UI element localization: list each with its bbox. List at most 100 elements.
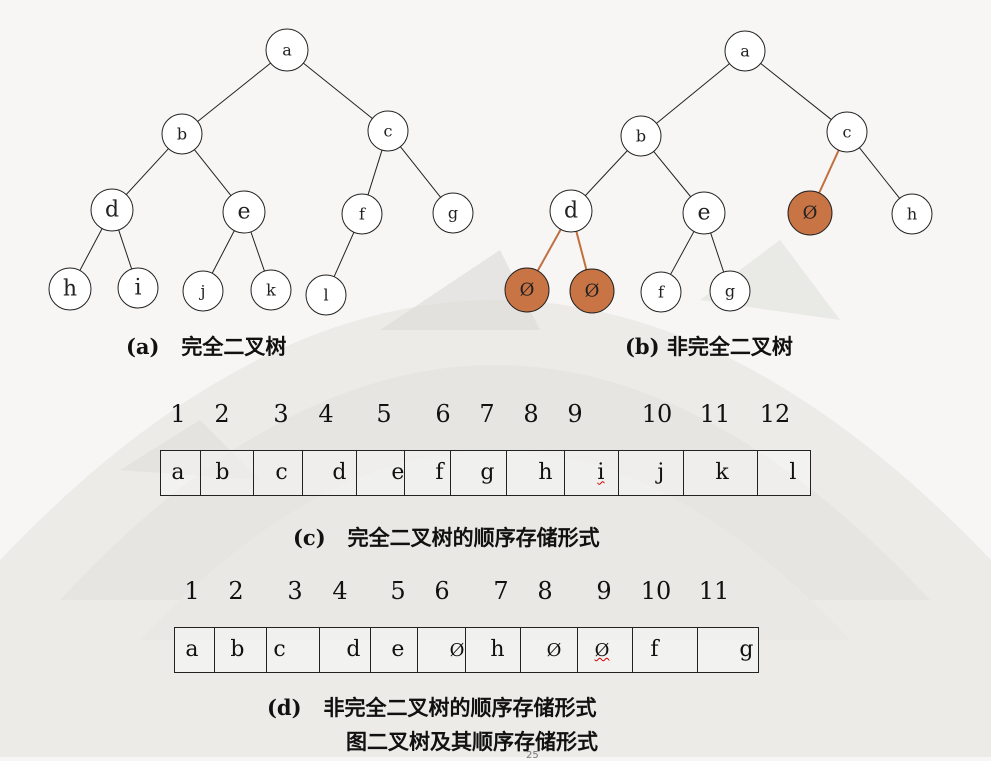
- array-c-cell-value: e: [391, 460, 405, 486]
- array-c-index: 10: [641, 400, 673, 428]
- array-d-index: 3: [287, 577, 303, 605]
- array-d-index: 4: [332, 577, 348, 605]
- array-d-index: 2: [228, 577, 244, 605]
- tree-a-node-label: a: [282, 41, 292, 60]
- array-d-cell: b: [214, 627, 267, 673]
- tree-a-node: c: [367, 110, 409, 152]
- tree-a-edge: [250, 231, 265, 272]
- array-d-index: 11: [698, 577, 730, 605]
- tree-a-node: b: [161, 113, 203, 155]
- tree-a-node: a: [265, 28, 309, 72]
- tree-b-edge: [656, 63, 730, 124]
- tree-b-edge: [818, 149, 840, 194]
- tree-b-node-label: a: [740, 42, 750, 61]
- array-d-cell: a: [174, 627, 215, 673]
- array-c-cell-value: a: [171, 460, 185, 486]
- array-c-cell: k: [683, 450, 758, 496]
- tree-b-node-label: e: [697, 201, 710, 226]
- tree-a-node: k: [250, 269, 292, 311]
- array-d-cell-value: g: [739, 637, 754, 663]
- tree-a-edge: [125, 148, 169, 195]
- array-c-cell: a: [160, 450, 201, 496]
- tree-a-node: d: [90, 188, 134, 232]
- array-c-index: 9: [567, 400, 583, 428]
- tree-b-edge: [584, 150, 628, 196]
- tree-b-node: Ø: [787, 190, 833, 236]
- tree-b-node: a: [724, 30, 766, 72]
- tree-a-node: l: [305, 274, 347, 316]
- array-d-cell-value: Ø: [594, 639, 610, 661]
- array-d-cell: g: [697, 627, 759, 673]
- array-c-index: 12: [759, 400, 791, 428]
- tree-a-node: i: [117, 267, 159, 309]
- array-c-cell: e: [356, 450, 405, 496]
- array-d-cell-value: c: [273, 637, 286, 663]
- tree-a-edge: [303, 62, 373, 119]
- array-d-cell: f: [632, 627, 698, 673]
- tree-b-edge: [536, 228, 562, 272]
- array-c-cell-value: d: [332, 460, 347, 486]
- tree-b-node-label: d: [564, 199, 578, 224]
- array-c-cell: g: [450, 450, 507, 496]
- tree-a-node-label: e: [237, 200, 250, 225]
- array-d-index: 1: [184, 577, 200, 605]
- tree-a-node-label: b: [177, 125, 187, 144]
- tree-b-node: Ø: [504, 267, 550, 313]
- array-d-cell: c: [266, 627, 320, 673]
- tree-a-node: f: [341, 193, 383, 235]
- tree-b-node: h: [891, 193, 933, 235]
- tree-b-node-label: Ø: [520, 280, 535, 301]
- tree-b-node-label: Ø: [585, 281, 600, 302]
- array-c-cell-value: k: [715, 460, 729, 486]
- array-d-index: 9: [596, 577, 612, 605]
- array-c-cell-value: g: [480, 460, 495, 486]
- tree-a-node: g: [432, 192, 474, 234]
- array-c-cell: c: [253, 450, 303, 496]
- caption-complete-tree: (a) 完全二叉树: [126, 334, 287, 359]
- array-c-index: 4: [318, 400, 334, 428]
- array-c-cell: j: [618, 450, 684, 496]
- tree-a-edge: [197, 62, 271, 122]
- array-d-cell: Ø: [577, 627, 633, 673]
- array-d-index: 10: [640, 577, 672, 605]
- tree-b-edge: [653, 151, 692, 198]
- tree-a-node: e: [222, 190, 266, 234]
- array-c-cell-value: h: [538, 460, 553, 486]
- tree-a-edge: [367, 149, 383, 196]
- tree-a-node-label: k: [266, 281, 276, 300]
- tree-a-node-label: l: [323, 286, 328, 305]
- tree-b-node-label: h: [907, 205, 917, 224]
- array-c-cell: d: [302, 450, 357, 496]
- array-c-index: 2: [214, 400, 230, 428]
- array-d-cell-value: Ø: [546, 639, 562, 661]
- tree-a-node-label: h: [63, 277, 77, 302]
- tree-a-node-label: g: [448, 204, 458, 223]
- array-d-index: 6: [434, 577, 450, 605]
- array-d-cell: d: [319, 627, 371, 673]
- array-d-cell: Ø: [417, 627, 466, 673]
- tree-a-node-label: i: [134, 276, 141, 301]
- tree-b-edge: [575, 231, 588, 270]
- array-c-cell: b: [200, 450, 254, 496]
- tree-a-edge: [79, 228, 103, 271]
- figure-title: 图二叉树及其顺序存储形式: [346, 729, 598, 754]
- tree-a-edge: [333, 232, 355, 277]
- tree-b-edge: [670, 231, 695, 275]
- page-number: 25: [526, 750, 539, 761]
- array-c-cell-value: l: [789, 460, 797, 486]
- array-c-cell: f: [404, 450, 451, 496]
- caption-array-incomplete: (d) 非完全二叉树的顺序存储形式: [267, 695, 597, 720]
- array-d-cell-value: f: [650, 637, 659, 663]
- array-c-index: 11: [699, 400, 731, 428]
- tree-a-edge: [211, 230, 235, 274]
- array-c-index: 6: [435, 400, 451, 428]
- tree-b-node-label: b: [636, 127, 646, 146]
- array-d-cell: e: [370, 627, 418, 673]
- array-c-cell-value: b: [215, 460, 230, 486]
- array-d-index: 5: [390, 577, 406, 605]
- tree-b-edge: [710, 232, 725, 273]
- array-c-cell: h: [506, 450, 565, 496]
- tree-a-edge: [194, 149, 232, 196]
- tree-b-node: e: [682, 191, 726, 235]
